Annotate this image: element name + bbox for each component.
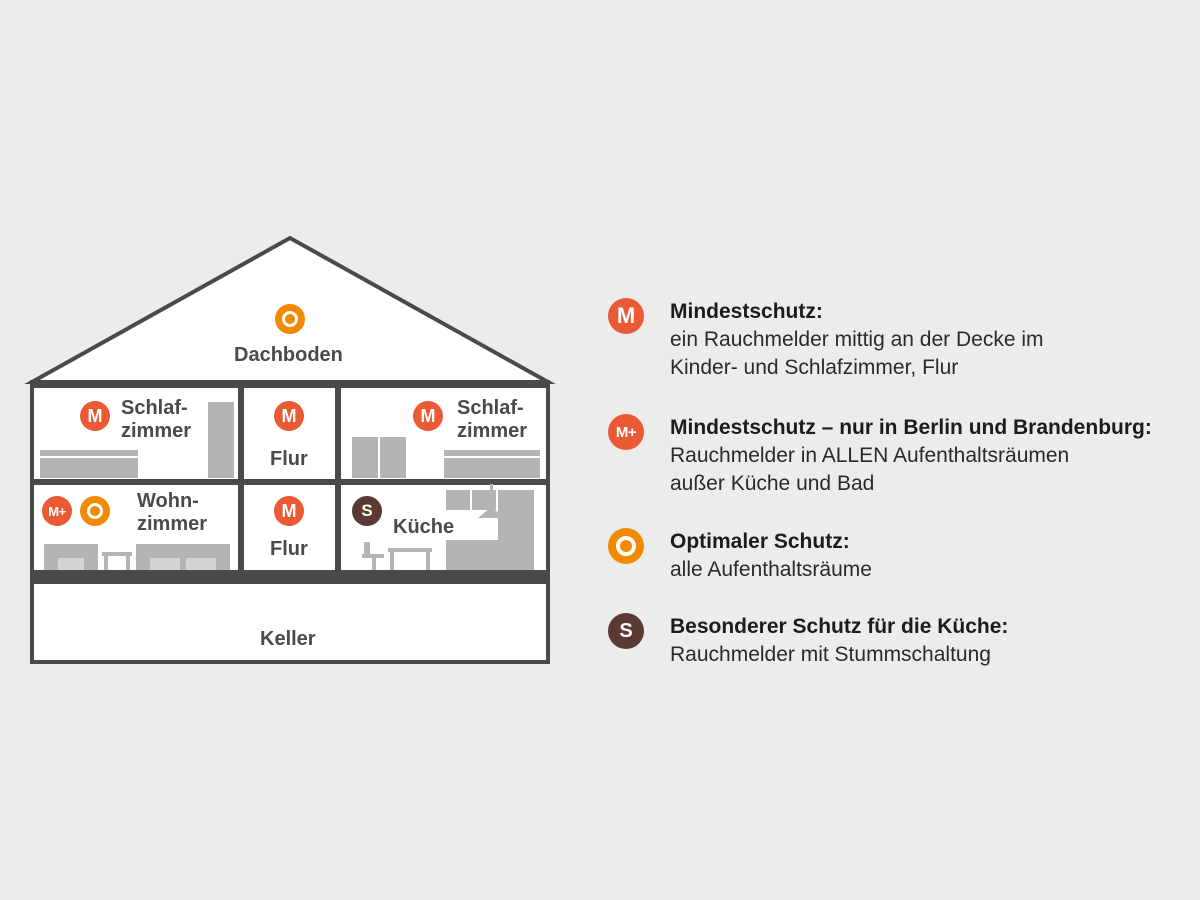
- legend-item-kitchen: S Besonderer Schutz für die Küche: Rauch…: [608, 613, 1188, 673]
- kitchen-furniture: [362, 484, 534, 570]
- room-label-kitchen: Küche: [393, 516, 455, 538]
- legend-title: Besonderer Schutz für die Küche:: [670, 615, 1009, 638]
- legend-text: alle Aufenthaltsräume: [670, 558, 872, 581]
- minimum-plus-protection-icon: M+: [608, 414, 644, 450]
- room-label-living-room: Wohn- zimmer: [137, 490, 208, 535]
- room-label-basement: Keller: [260, 628, 316, 650]
- room-label-hall-upper: Flur: [270, 448, 308, 470]
- kitchen-special-protection-icon: S: [352, 496, 382, 526]
- legend-item-optimal: Optimaler Schutz: alle Aufenthaltsräume: [608, 528, 1188, 588]
- optimal-protection-icon: [80, 496, 110, 526]
- minimum-protection-icon: M: [608, 298, 644, 334]
- kitchen-special-protection-icon: S: [608, 613, 644, 649]
- legend-item-minimum: M Mindestschutz: ein Rauchmelder mittig …: [608, 298, 1188, 388]
- optimal-protection-icon: [608, 528, 644, 564]
- legend-item-minimum-plus: M+ Mindestschutz – nur in Berlin und Bra…: [608, 414, 1188, 504]
- minimum-plus-protection-icon: M+: [42, 496, 72, 526]
- legend-text: Rauchmelder mit Stummschaltung: [670, 643, 991, 666]
- legend-title: Optimaler Schutz:: [670, 530, 850, 553]
- sofa-set: [44, 544, 230, 570]
- bed-left: [40, 402, 234, 478]
- minimum-protection-icon: M: [274, 496, 304, 526]
- legend-title: Mindestschutz – nur in Berlin und Brande…: [670, 416, 1152, 439]
- basement-ceiling: [32, 570, 548, 584]
- bed-right: [352, 437, 540, 478]
- room-label-hall-lower: Flur: [270, 538, 308, 560]
- legend-text: ein Rauchmelder mittig an der Decke im K…: [670, 328, 1044, 379]
- room-label-bedroom-left: Schlaf- zimmer: [121, 397, 192, 442]
- room-label-bedroom-right: Schlaf- zimmer: [457, 397, 528, 442]
- minimum-protection-icon: M: [413, 401, 443, 431]
- minimum-protection-icon: M: [80, 401, 110, 431]
- legend-text: Rauchmelder in ALLEN Aufenthaltsräumen a…: [670, 444, 1070, 495]
- minimum-protection-icon: M: [274, 401, 304, 431]
- room-label-attic: Dachboden: [234, 344, 343, 366]
- optimal-protection-icon: [275, 304, 305, 334]
- legend-title: Mindestschutz:: [670, 300, 823, 323]
